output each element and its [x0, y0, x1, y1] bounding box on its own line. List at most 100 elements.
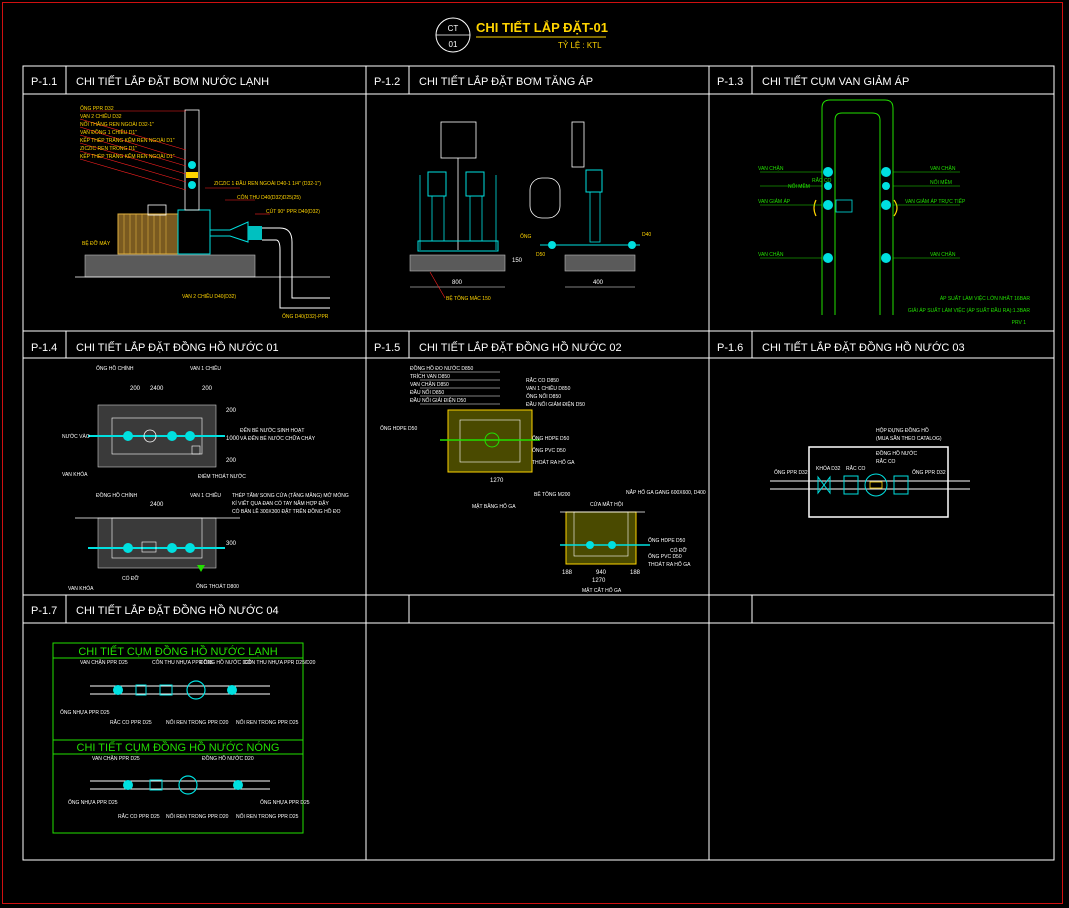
p11-bottom-label-0: BỆ ĐỠ MÁY [82, 239, 111, 247]
p14-label-3: ĐẾN BỂ NƯỚC SINH HOẠT [240, 427, 304, 434]
cell-code-p17: P-1.7 [31, 605, 57, 617]
p15-label-4: ĐẦU NỐI GIẢI ĐIỆN D50 [410, 396, 466, 404]
detail-p17-water-meter-04: CHI TIẾT CỤM ĐỒNG HỒ NƯỚC LẠNH CHI TIẾT … [52, 642, 316, 834]
cell-title-p13: CHI TIẾT CỤM VAN GIẢM ÁP [762, 75, 909, 88]
p11-bottom-label-1: VAN 2 CHIỀU D40(D32) [182, 293, 236, 300]
p15-dim-0: 1270 [490, 478, 504, 484]
p15-label-18: CỔ ĐỠ [670, 547, 688, 554]
p15-label-3: ĐẦU NỐI D850 [410, 389, 444, 396]
p15-label-6: VAN 1 CHIỀU D850 [526, 385, 571, 392]
detail-p15-water-meter-02: ĐỒNG HỒ ĐO NƯỚC D850 TRÍCH VAN D850 VAN … [380, 365, 706, 594]
p15-label-15: CỬA MẮT HỘI [590, 500, 623, 508]
p15-label-21: MẶT CẮT HỐ GA [582, 586, 622, 594]
p17-cold-label-2: ĐỒNG HỒ NƯỚC D20 [200, 659, 252, 666]
p14-label-9: THÉP TẤM/ SONG CỬA (TĂNG MĂNG) MỞ MÓNG [232, 492, 349, 499]
cell-code-p13: P-1.3 [717, 76, 743, 88]
p12-dim-0: 800 [452, 280, 463, 286]
p17-hot-label-0: VAN CHẶN PPR D25 [92, 755, 140, 762]
p16-label-1: (MUA SẴN THEO CATALOG) [876, 435, 942, 442]
p12-label-2: D50 [536, 252, 545, 258]
sheet-grid [22, 65, 1055, 861]
p15-label-1: TRÍCH VAN D850 [410, 373, 450, 380]
p12-dim-1: 150 [512, 258, 523, 264]
p13-left-label-2: NỐI MỀM [788, 183, 810, 190]
p14-label-8: VAN 1 CHIỀU [190, 492, 221, 499]
cell-title-p16: CHI TIẾT LẮP ĐẶT ĐỒNG HỒ NƯỚC 03 [762, 341, 965, 354]
badge-top: CT [448, 24, 459, 33]
p15-dim-3: 940 [596, 570, 607, 576]
p15-label-16: NẮP HỐ GA GANG 600X600, D400 [626, 488, 706, 496]
p15-label-11: ỐNG PVC D50 [532, 447, 566, 454]
p15-label-9: ỐNG HDPE D50 [380, 425, 417, 432]
p15-label-8: ĐẦU NỐI GIẢM ĐIỆN D50 [526, 400, 585, 408]
p14-dim-0: 200 [130, 386, 141, 392]
p14-label-7: ĐỒNG HỒ CHÍNH [96, 492, 138, 499]
p15-label-19: ỐNG PVC D50 [648, 553, 682, 560]
p14-label-6: ĐIỂM THOÁT NƯỚC [198, 473, 246, 480]
p17-cold-label-1: CÔN THU NHỰA PPR D25 [152, 659, 213, 666]
p16-label-6: RẮC CO [846, 464, 866, 472]
p14-label-1: VAN 1 CHIỀU [190, 365, 221, 372]
p15-label-12: THOÁT RA HỐ GA [532, 459, 575, 466]
p17-cold-label-6: NỐI REN TRONG PPR D20 [166, 719, 229, 726]
p11-left-label-4: KẾP THÉP TRÁNG KẼM REN NGOÀI D1" [80, 137, 175, 144]
p17-hot-label-2: ỐNG NHỰA PPR D25 [68, 799, 118, 806]
p15-dim-4: 188 [630, 570, 641, 576]
p13-note-2: PRV 1 [1012, 320, 1027, 326]
p12-label-1: ỐNG [520, 233, 532, 240]
p13-right-label-2: VAN GIẢM ÁP TRỰC TIẾP [905, 198, 966, 205]
p16-label-0: HỘP ĐỰNG ĐỒNG HỒ [876, 427, 929, 434]
p17-cold-label-0: VAN CHẶN PPR D25 [80, 659, 128, 666]
cell-headers: P-1.1 CHI TIẾT LẮP ĐẶT BƠM NƯỚC LẠNH P-1… [31, 75, 965, 617]
p14-label-11: CÓ BẢN LỀ 300X300 ĐẶT TRÊN ĐỒNG HỒ ĐO [232, 507, 341, 515]
p14-label-5: VAN KHÓA [62, 471, 88, 478]
badge-bottom: 01 [449, 40, 458, 49]
p11-right-label-2: CÚT 90° PPR D40(D32) [266, 208, 320, 215]
p13-left-label-1: RẮC CO [812, 176, 832, 184]
p11-left-label-0: ỐNG PPR D32 [80, 105, 114, 112]
p13-left-label-4: VAN CHẶN [758, 251, 784, 258]
p17-hot-label-5: NỐI REN TRONG PPR D20 [166, 813, 229, 820]
detail-p16-water-meter-03: HỘP ĐỰNG ĐỒNG HỒ (MUA SẴN THEO CATALOG) … [770, 427, 970, 518]
p11-left-label-5: ZICZIC REN TRONG D1" [80, 146, 137, 152]
p17-cold-label-4: ỐNG NHỰA PPR D25 [60, 709, 110, 716]
p15-label-2: VAN CHẶN D850 [410, 381, 449, 388]
p14-label-4: VÀ ĐẾN BỂ NƯỚC CHỮA CHÁY [240, 435, 316, 442]
p17-cold-title: CHI TIẾT CỤM ĐỒNG HỒ NƯỚC LẠNH [78, 645, 277, 658]
p11-right-label-1: CÔN THU D40(D32)D25(25) [237, 194, 301, 201]
p14-dim-5: 200 [226, 458, 237, 464]
p16-label-2: ĐỒNG HỒ NƯỚC [876, 450, 917, 457]
p12-dim-2: 400 [593, 280, 604, 286]
p15-label-17: ỐNG HDPE D50 [648, 537, 685, 544]
p17-cold-label-5: RẮC CO PPR D25 [110, 718, 152, 726]
p14-dim-3: 200 [226, 408, 237, 414]
cell-code-p12: P-1.2 [374, 76, 400, 88]
p14-label-0: ỐNG HỒ CHÍNH [96, 365, 134, 372]
detail-p13-prv-cluster: VAN CHẶN RẮC CO NỐI MỀM VAN GIẢM ÁP VAN … [758, 99, 1031, 326]
p15-label-5: RẮC CO D850 [526, 376, 559, 384]
p17-cold-label-7: NỐI REN TRONG PPR D25 [236, 719, 299, 726]
cell-title-p12: CHI TIẾT LẮP ĐẶT BƠM TĂNG ÁP [419, 75, 593, 88]
p14-label-14: ỐNG THOÁT D800 [196, 583, 239, 590]
p13-right-label-1: NỐI MỀM [930, 179, 952, 186]
p16-label-4: ỐNG PPR D32 [774, 469, 808, 476]
p17-hot-label-4: RẮC CO PPR D25 [118, 812, 160, 820]
p15-label-10: ỐNG HDPE D50 [532, 435, 569, 442]
p15-dim-2: 188 [562, 570, 573, 576]
p17-cold-label-3: CÔN THU NHỰA PPR D25/D20 [244, 659, 316, 666]
cell-title-p14: CHI TIẾT LẮP ĐẶT ĐỒNG HỒ NƯỚC 01 [76, 341, 279, 354]
p13-note-1: GIẢI ÁP SUẤT LÀM VIỆC (ÁP SUẤT ĐẦU RA):1… [908, 306, 1031, 314]
p13-left-label-0: VAN CHẶN [758, 165, 784, 172]
p17-hot-label-1: ĐỒNG HỒ NƯỚC D20 [202, 755, 254, 762]
cell-code-p15: P-1.5 [374, 342, 400, 354]
p17-hot-label-3: ỐNG NHỰA PPR D25 [260, 799, 310, 806]
p16-label-5: KHÓA D32 [816, 465, 841, 472]
sheet-scale: TỶ LỆ : KTL [558, 41, 602, 50]
p17-hot-title: CHI TIẾT CỤM ĐỒNG HỒ NƯỚC NÓNG [77, 741, 280, 754]
p12-label-0: BỆ TÔNG MÁC 150 [446, 294, 491, 302]
p15-label-14: BÊ TÔNG M200 [534, 490, 571, 498]
p14-dim-4: 1000 [226, 436, 240, 442]
